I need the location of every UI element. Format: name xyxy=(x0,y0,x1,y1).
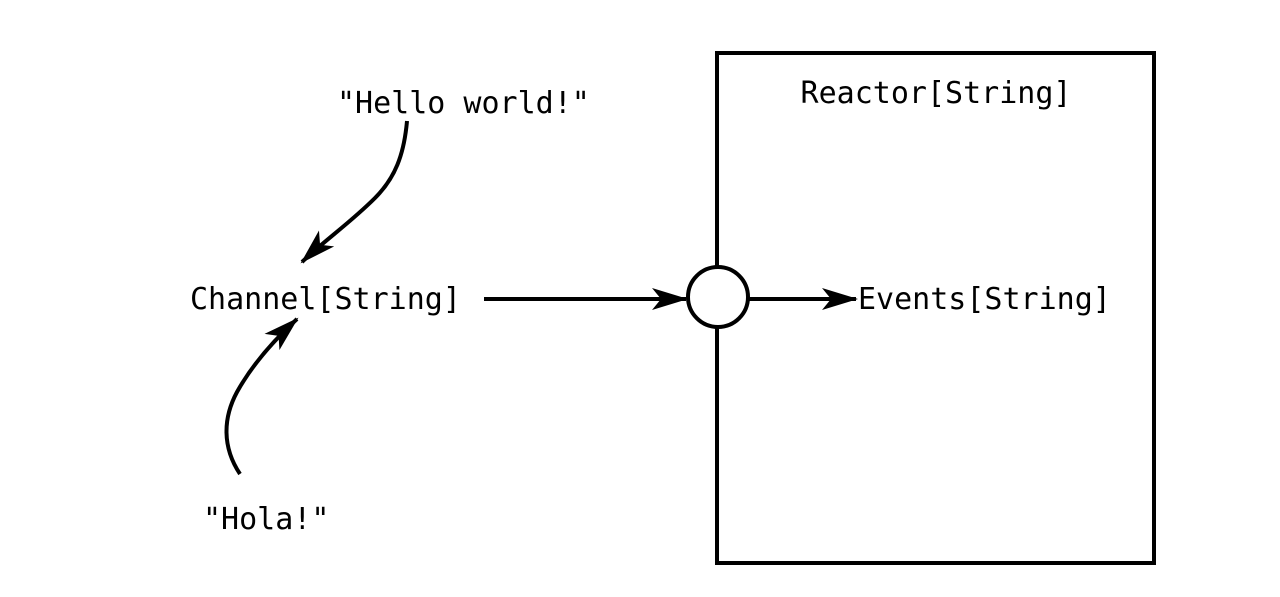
hello-to-channel-arrow xyxy=(300,120,409,264)
events-label: Events[String] xyxy=(858,282,1111,317)
channel-label: Channel[String] xyxy=(190,282,461,317)
hola-message-label: "Hola!" xyxy=(203,502,329,537)
reactor-input-port xyxy=(686,265,750,329)
hello-message-label: "Hello world!" xyxy=(337,86,590,121)
hola-to-channel-arrow xyxy=(224,317,299,476)
reactor-label: Reactor[String] xyxy=(801,76,1072,111)
